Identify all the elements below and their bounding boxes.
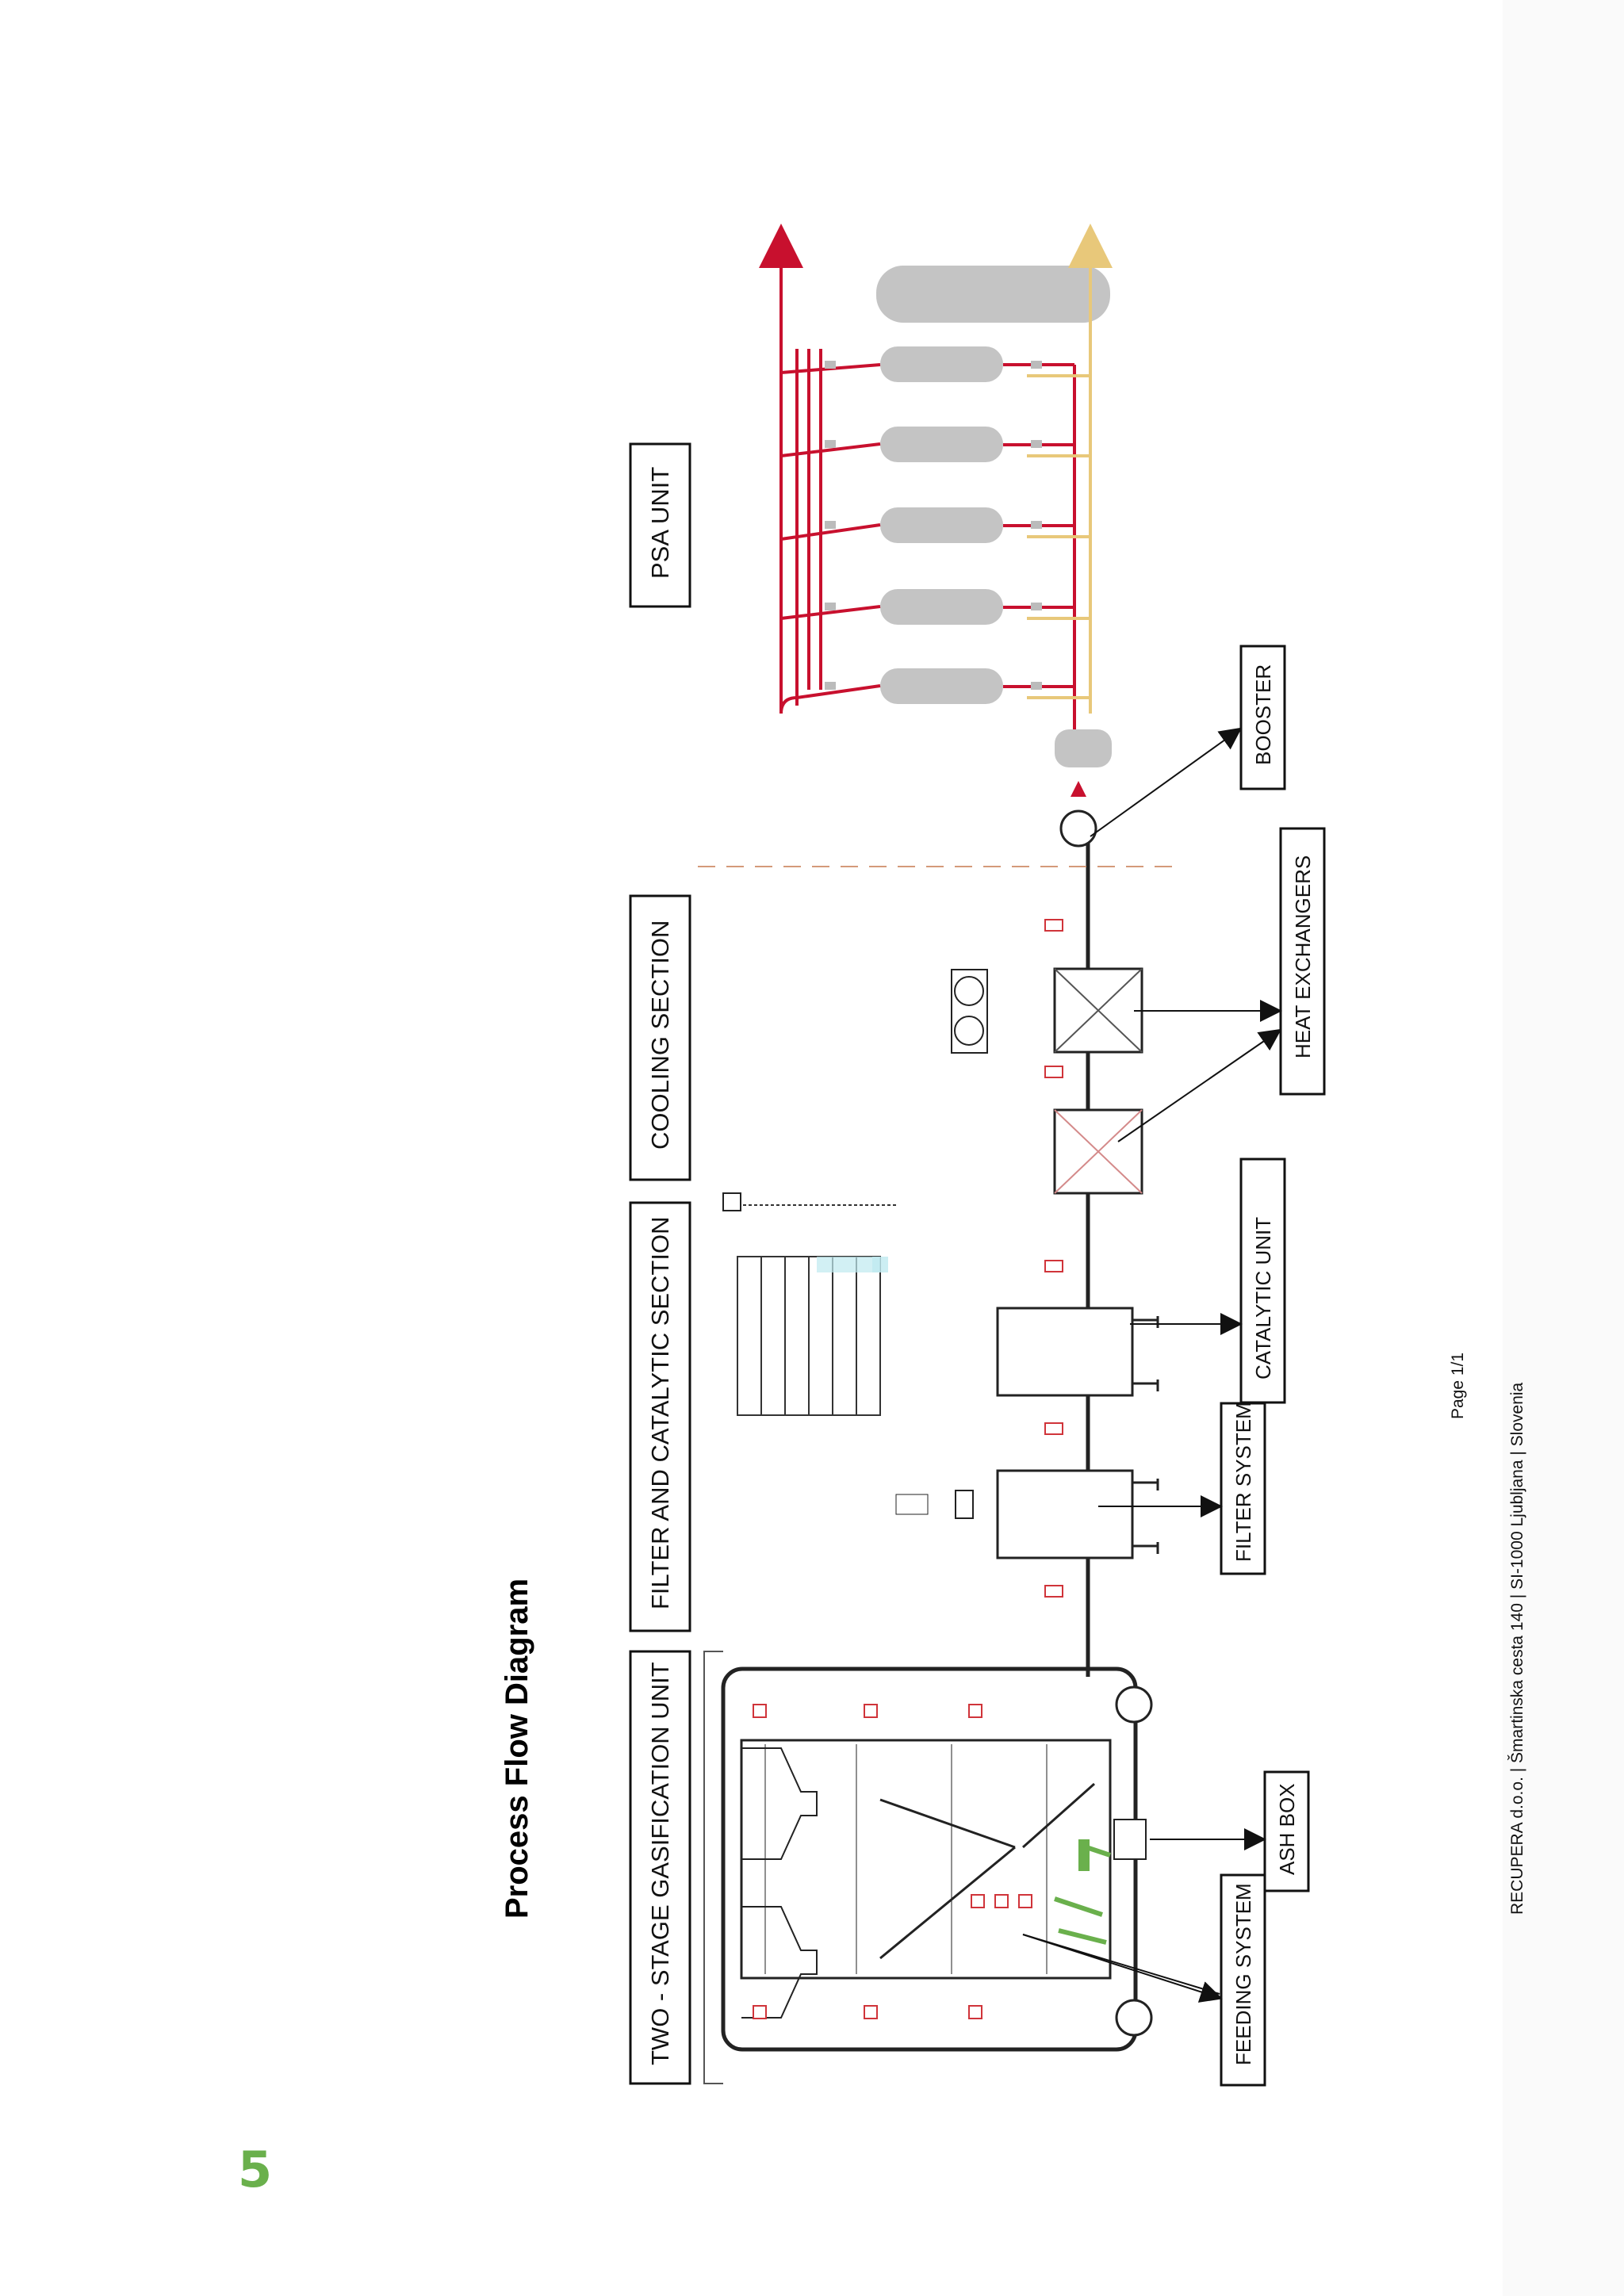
section-psa: PSA UNIT bbox=[629, 442, 691, 608]
catalyst-manifold bbox=[737, 1204, 896, 1416]
callout-catalytic-label: CATALYTIC UNIT bbox=[1251, 1217, 1275, 1380]
control-box bbox=[722, 1192, 741, 1211]
callout-booster-label: BOOSTER bbox=[1251, 664, 1275, 765]
callout-filter-label: FILTER SYSTEM bbox=[1231, 1402, 1255, 1562]
catalytic-vessel bbox=[996, 1307, 1159, 1397]
feed-arrow-icon bbox=[1071, 781, 1086, 797]
callout-booster: BOOSTER bbox=[1090, 645, 1286, 837]
catalyst-manifold-highlight bbox=[817, 1257, 888, 1272]
page-number: 5 bbox=[238, 2141, 273, 2198]
gasification-instruments bbox=[753, 1704, 1032, 2019]
feeding-highlight bbox=[1054, 1845, 1111, 1945]
company-footer: RECUPERA d.o.o. | Šmartinska cesta 140 |… bbox=[1508, 1382, 1526, 1915]
psa-columns bbox=[880, 346, 1003, 704]
section-gasification-label: TWO - STAGE GASIFICATION UNIT bbox=[646, 1662, 674, 2065]
heat-exchanger-1 bbox=[1053, 1108, 1143, 1195]
section-filter-catalytic-label: FILTER AND CATALYTIC SECTION bbox=[646, 1217, 674, 1610]
page-label: Page 1/1 bbox=[1449, 1353, 1467, 1419]
psa-hydrogen-piping bbox=[759, 224, 1076, 729]
booster-compressor-icon bbox=[1059, 809, 1097, 848]
section-filter-catalytic: FILTER AND CATALYTIC SECTION bbox=[629, 1201, 691, 1632]
gasification-bracket bbox=[703, 1651, 723, 2084]
callout-ash: ASH BOX bbox=[1150, 1770, 1310, 1892]
filter-vessel bbox=[895, 1469, 1159, 1559]
main-line-instruments bbox=[1044, 919, 1063, 1598]
section-gasification: TWO - STAGE GASIFICATION UNIT bbox=[629, 1650, 691, 2085]
diagram-title: Process Flow Diagram bbox=[500, 1578, 534, 1919]
callout-ash-label: ASH BOX bbox=[1275, 1783, 1299, 1875]
callout-feeding: FEEDING SYSTEM bbox=[1022, 1873, 1266, 2087]
psa-product-tank bbox=[876, 266, 1110, 323]
feeder-screw bbox=[1078, 1839, 1090, 1871]
chiller-unit bbox=[951, 969, 988, 1054]
section-cooling: COOLING SECTION bbox=[629, 894, 691, 1181]
pump-icon bbox=[1115, 1686, 1153, 1724]
ash-box-vessel bbox=[1113, 1819, 1147, 1860]
psa-feed-tank bbox=[1055, 729, 1112, 767]
section-psa-label: PSA UNIT bbox=[646, 467, 674, 579]
gasification-reactor bbox=[721, 1667, 1138, 2052]
callout-filter: FILTER SYSTEM bbox=[1098, 1402, 1266, 1575]
psa-valves bbox=[825, 361, 1042, 690]
section-cooling-label: COOLING SECTION bbox=[646, 920, 674, 1150]
page-margin-shade bbox=[1503, 0, 1624, 2296]
heat-exchanger-2 bbox=[1053, 967, 1143, 1054]
callout-heat-exchangers: HEAT EXCHANGERS bbox=[1117, 827, 1326, 1142]
callout-heat-exchangers-label: HEAT EXCHANGERS bbox=[1291, 855, 1315, 1058]
callout-catalytic: CATALYTIC UNIT bbox=[1130, 1158, 1286, 1404]
callout-feeding-label: FEEDING SYSTEM bbox=[1231, 1883, 1255, 2065]
psa-purge-piping bbox=[1027, 224, 1113, 714]
pump-icon bbox=[1115, 1999, 1153, 2037]
